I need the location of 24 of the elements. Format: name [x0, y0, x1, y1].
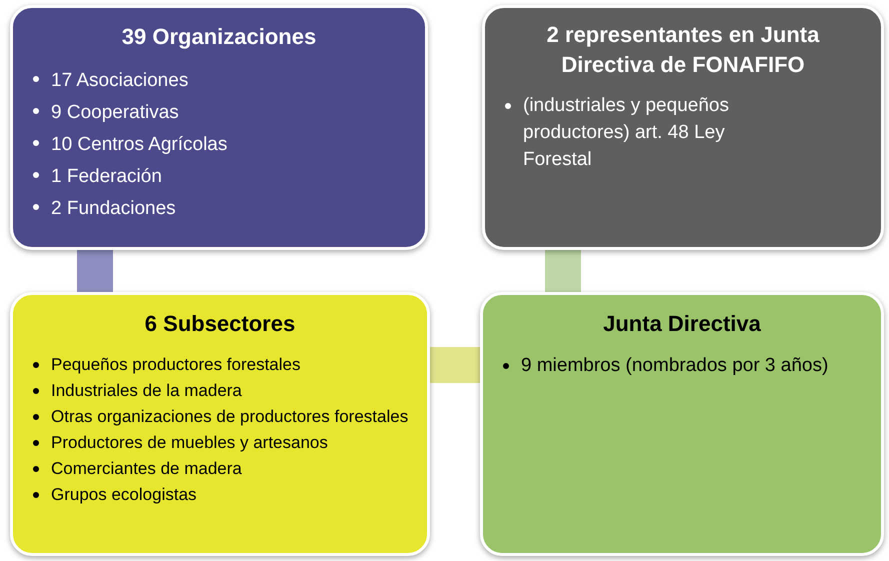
list-item: 9 Cooperativas [51, 101, 179, 125]
card [480, 292, 884, 556]
list-item: 10 Centros Agrícolas [51, 133, 228, 157]
connector-bar [545, 250, 581, 292]
list-item: Grupos ecologistas [51, 484, 197, 506]
list-item: Industriales de la madera [51, 380, 242, 402]
list-item: 1 Federación [51, 165, 162, 189]
card-heading: 2 representantes en Junta Directiva de FONAFIFO [546, 21, 820, 79]
list-item: Otras organizaciones de productores forestales [51, 406, 408, 428]
card [10, 292, 430, 556]
card-heading: 39 Organizaciones [120, 23, 318, 51]
list-item: 9 miembros (nombrados por 3 años) [521, 354, 828, 378]
connector-bar [77, 250, 113, 292]
list-item: Comerciantes de madera [51, 458, 242, 480]
connector-bar [430, 347, 480, 383]
list-item: Productores de muebles y artesanos [51, 432, 328, 454]
list-item: Pequeños productores forestales [51, 354, 300, 376]
list-item: 2 Fundaciones [51, 197, 176, 221]
list-item: (industriales y pequeños productores) art. 48 Ley Forestal [523, 94, 730, 172]
card [10, 5, 428, 250]
card-heading: Junta Directiva [602, 310, 762, 338]
card-heading: 6 Subsectores [144, 310, 296, 338]
list-item: 17 Asociaciones [51, 69, 188, 93]
card [482, 5, 884, 250]
